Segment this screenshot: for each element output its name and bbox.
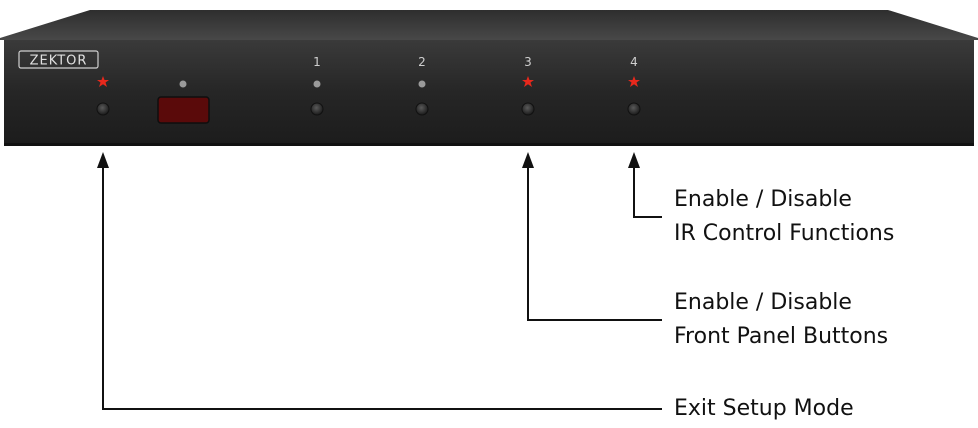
buttons-callout-label: Enable / Disable Front Panel Buttons bbox=[674, 286, 888, 354]
display-led bbox=[179, 80, 187, 88]
buttons-callout-arrow bbox=[522, 152, 662, 321]
chassis-top bbox=[0, 10, 978, 40]
input-4-led-glow bbox=[628, 76, 640, 87]
ir-callout-arrow bbox=[628, 152, 662, 218]
ir-callout-line2: IR Control Functions bbox=[674, 221, 895, 246]
buttons-callout-line1: Enable / Disable bbox=[674, 290, 852, 315]
brand-logo: ZEKTOR bbox=[18, 50, 99, 69]
input-3-led bbox=[522, 76, 534, 87]
ir-callout-line bbox=[633, 168, 662, 218]
buttons-callout-line2: Front Panel Buttons bbox=[674, 324, 889, 349]
exit-callout-arrow bbox=[97, 152, 662, 410]
exit-callout-line bbox=[102, 168, 662, 410]
exit-callout-arrowhead bbox=[97, 152, 109, 168]
input-4-button[interactable] bbox=[627, 102, 641, 116]
input-2-led bbox=[418, 80, 426, 88]
device-chassis bbox=[0, 10, 978, 146]
chassis-front-panel bbox=[4, 40, 974, 145]
input-number-2: 2 bbox=[418, 55, 426, 69]
input-3-button[interactable] bbox=[521, 102, 535, 116]
input-number-3: 3 bbox=[524, 55, 532, 69]
input-number-1: 1 bbox=[313, 55, 321, 69]
chassis-bottom-edge bbox=[4, 143, 974, 146]
input-number-4: 4 bbox=[630, 55, 638, 69]
input-4-led bbox=[628, 76, 640, 87]
input-2-button[interactable] bbox=[415, 102, 429, 116]
exit-led bbox=[97, 76, 109, 87]
exit-button[interactable] bbox=[96, 102, 110, 116]
ir-callout-arrowhead bbox=[628, 152, 640, 168]
exit-callout-label: Exit Setup Mode bbox=[674, 392, 854, 426]
input-1-led bbox=[313, 80, 321, 88]
ir-callout-line1: Enable / Disable bbox=[674, 187, 852, 212]
display-window bbox=[157, 96, 210, 124]
exit-callout-text: Exit Setup Mode bbox=[674, 396, 854, 421]
brand-name: ZEKTOR bbox=[30, 54, 88, 69]
ir-callout-label: Enable / Disable IR Control Functions bbox=[674, 183, 894, 251]
input-1-button[interactable] bbox=[310, 102, 324, 116]
brand-logo-frame bbox=[18, 50, 99, 69]
buttons-callout-line bbox=[527, 168, 662, 321]
exit-led-glow bbox=[97, 76, 109, 87]
input-3-led-glow bbox=[522, 76, 534, 87]
buttons-callout-arrowhead bbox=[522, 152, 534, 168]
